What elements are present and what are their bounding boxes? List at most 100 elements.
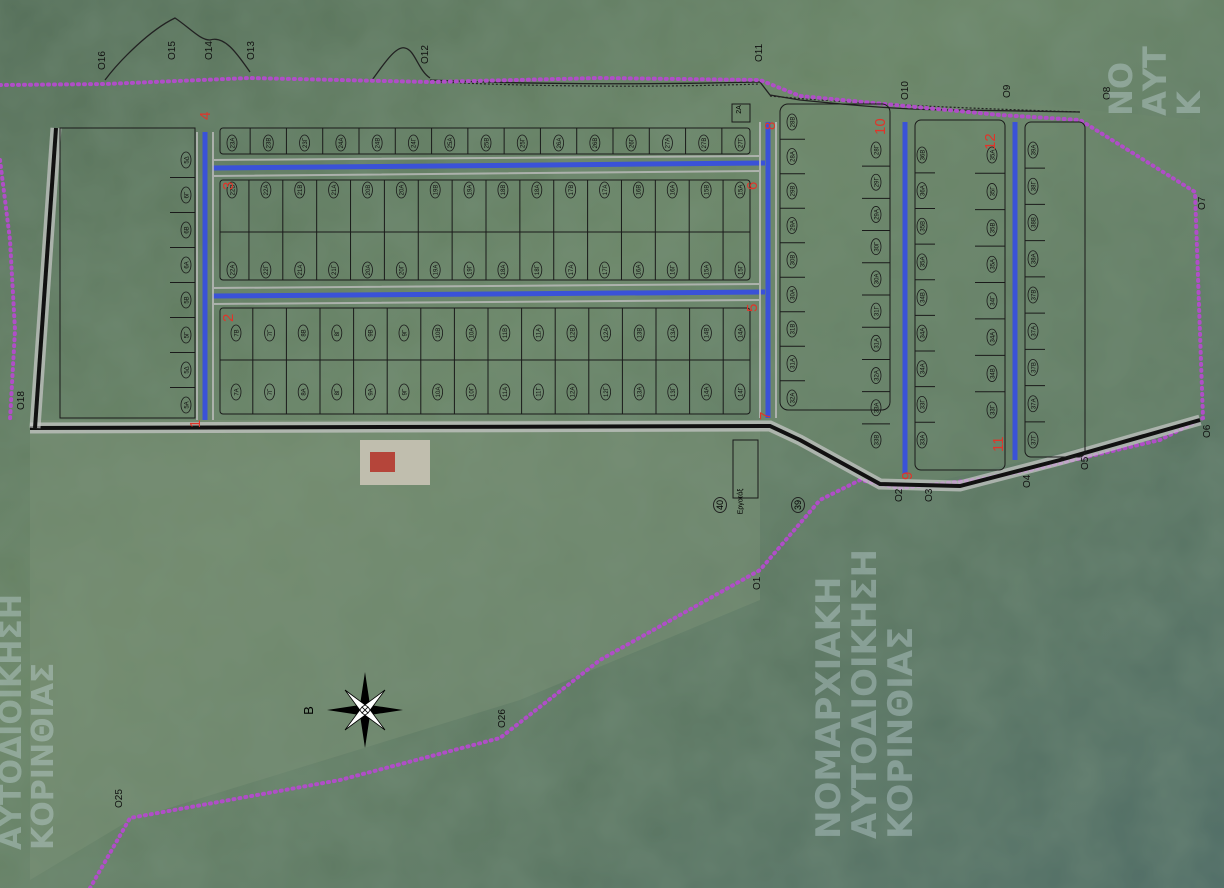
block-outlines	[59, 103, 1086, 471]
east-2-lot: 34B	[916, 289, 928, 306]
svg-text:7B: 7B	[234, 329, 240, 336]
svg-text:24A: 24A	[339, 138, 345, 149]
svg-text:8A: 8A	[302, 388, 308, 395]
east-col-lot: 30B	[786, 251, 798, 269]
row-b-lot: 19A	[463, 181, 475, 199]
svg-text:34A: 34A	[920, 328, 926, 339]
east-3-lot: 34A	[986, 328, 998, 346]
svg-text:34A: 34A	[990, 332, 996, 343]
svg-text:22A: 22A	[264, 185, 270, 196]
svg-text:5B: 5B	[184, 296, 190, 303]
boundary-point-o12: O12	[420, 45, 431, 64]
row-c-lot: 18A	[497, 261, 509, 279]
svg-text:10B: 10B	[436, 328, 442, 339]
row-e-lot: 10A	[432, 383, 444, 401]
row-a-lot: 25B	[480, 134, 492, 152]
junction-1: 1	[187, 420, 204, 428]
svg-text:19A: 19A	[434, 265, 440, 276]
east-col-lot: 28B	[786, 113, 798, 131]
row-a-lot: 24A	[335, 134, 347, 152]
svg-text:18Γ: 18Γ	[535, 264, 541, 275]
svg-text:36B: 36B	[920, 150, 926, 161]
east-3-lot: 35A	[986, 255, 998, 273]
svg-text:32A: 32A	[874, 370, 880, 381]
svg-text:7Γ: 7Γ	[268, 388, 274, 395]
east-1-lot: 30A	[870, 270, 882, 288]
svg-text:23Γ: 23Γ	[303, 137, 309, 148]
svg-text:13Γ: 13Γ	[671, 386, 677, 397]
east-col-lot: 29A	[786, 217, 798, 234]
svg-text:11Γ: 11Γ	[537, 387, 543, 397]
east-col-lot: 30A	[786, 286, 798, 303]
svg-text:5A: 5A	[184, 401, 190, 408]
svg-text:8Γ: 8Γ	[335, 329, 341, 336]
east-1-lot: 33B	[870, 431, 882, 449]
svg-text:14A: 14A	[705, 387, 711, 398]
svg-text:17A: 17A	[603, 185, 609, 196]
svg-text:11A: 11A	[503, 387, 509, 397]
svg-text:22Γ: 22Γ	[264, 264, 270, 275]
east-4-lot: 37A	[1027, 395, 1039, 413]
stream-line	[104, 17, 1081, 113]
row-d-lot: 10A	[465, 324, 477, 342]
plot-label-2a: 2A	[735, 105, 743, 114]
row-d-lot: 12B	[566, 324, 578, 342]
svg-text:5Δ: 5Δ	[184, 366, 190, 373]
row-c-lot: 18Γ	[531, 261, 543, 279]
row-d-lot: 14B	[701, 324, 712, 342]
road-edges	[196, 122, 777, 420]
svg-text:35B: 35B	[990, 223, 996, 234]
left-col-lot: 6B	[180, 221, 192, 239]
east-4-lot: 37B	[1027, 286, 1039, 304]
row-c-lot: 21Γ	[328, 261, 340, 279]
svg-text:33Γ: 33Γ	[920, 399, 926, 410]
svg-text:24Γ: 24Γ	[412, 137, 418, 148]
svg-text:37A: 37A	[1031, 398, 1037, 409]
svg-text:38A: 38A	[1031, 253, 1037, 264]
svg-text:20B: 20B	[366, 185, 372, 196]
svg-text:34A: 34A	[920, 363, 926, 374]
row-b-lot: 18B	[497, 181, 509, 199]
row-e-lot: 9A	[364, 383, 376, 401]
row-e-lot: 12A	[566, 383, 578, 401]
svg-text:26B: 26B	[593, 138, 599, 149]
svg-text:21A: 21A	[298, 265, 304, 276]
row-c-lot: 20A	[362, 261, 373, 279]
svg-text:5Δ: 5Δ	[184, 156, 190, 163]
watermark-main: ΝΟΜΑΡΧΙΑΚΗ ΑΥΤΟΔΙΟΙΚΗΣΗ ΚΟΡΙΝΘΙΑΣ	[809, 548, 922, 840]
svg-text:7Γ: 7Γ	[268, 329, 274, 336]
svg-text:11A: 11A	[537, 328, 543, 338]
svg-text:29Γ: 29Γ	[874, 177, 880, 188]
plot-label-39: 39	[791, 496, 806, 514]
svg-text:16Γ: 16Γ	[671, 264, 677, 275]
svg-text:29B: 29B	[790, 186, 796, 197]
row-e-lot: 11Γ	[533, 383, 544, 401]
svg-text:9A: 9A	[369, 388, 375, 395]
east-col-lot: 31B	[786, 320, 798, 338]
svg-text:37B: 37B	[1031, 362, 1037, 373]
junction-2: 2	[220, 314, 237, 322]
svg-text:17B: 17B	[569, 185, 575, 196]
plot-label-40: 40	[713, 496, 728, 514]
east-2-lot: 36A	[916, 182, 928, 200]
east-1-lot: 29Γ	[870, 173, 882, 191]
main-road	[29, 127, 1202, 492]
svg-text:38Γ: 38Γ	[1031, 181, 1037, 192]
boundary-point-o13: O13	[246, 41, 257, 60]
row-c-lot: 20Γ	[395, 261, 407, 279]
row-a-lot: 26Γ	[625, 134, 637, 152]
row-a-lot: 27A	[662, 134, 673, 152]
east-4-lot: 38B	[1027, 214, 1039, 231]
row-d-lot: 11A	[533, 324, 544, 342]
east-3-lot: 34Γ	[986, 292, 998, 310]
row-a-lot: 26B	[589, 134, 601, 152]
svg-text:21B: 21B	[298, 185, 304, 196]
svg-text:33Γ: 33Γ	[990, 404, 996, 415]
row-c-lot: 22A	[226, 261, 238, 279]
row-e-lot: 14Γ	[734, 383, 746, 401]
compass-rose	[327, 672, 403, 748]
svg-text:15B: 15B	[704, 185, 710, 196]
svg-text:27B: 27B	[702, 138, 708, 149]
